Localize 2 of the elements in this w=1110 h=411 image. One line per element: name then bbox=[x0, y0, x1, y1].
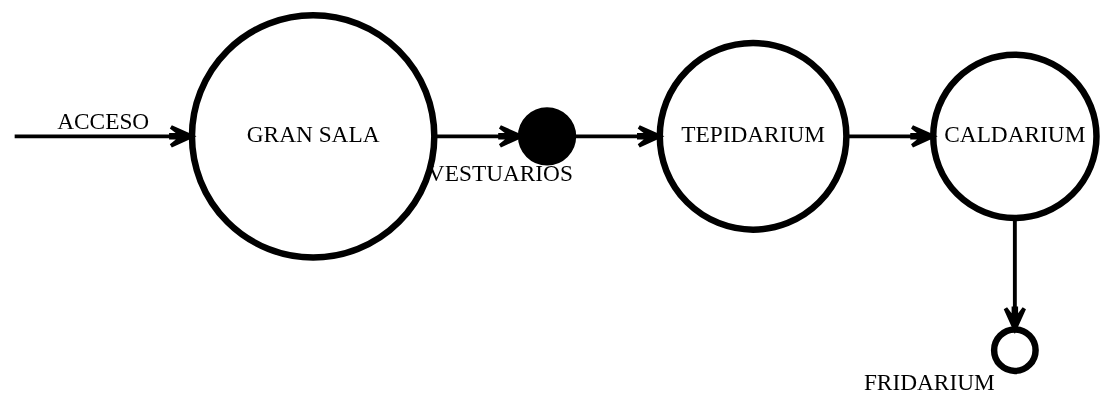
node-label: FRIDARIUM bbox=[863, 368, 995, 395]
edge-label: ACCESO bbox=[57, 107, 150, 134]
